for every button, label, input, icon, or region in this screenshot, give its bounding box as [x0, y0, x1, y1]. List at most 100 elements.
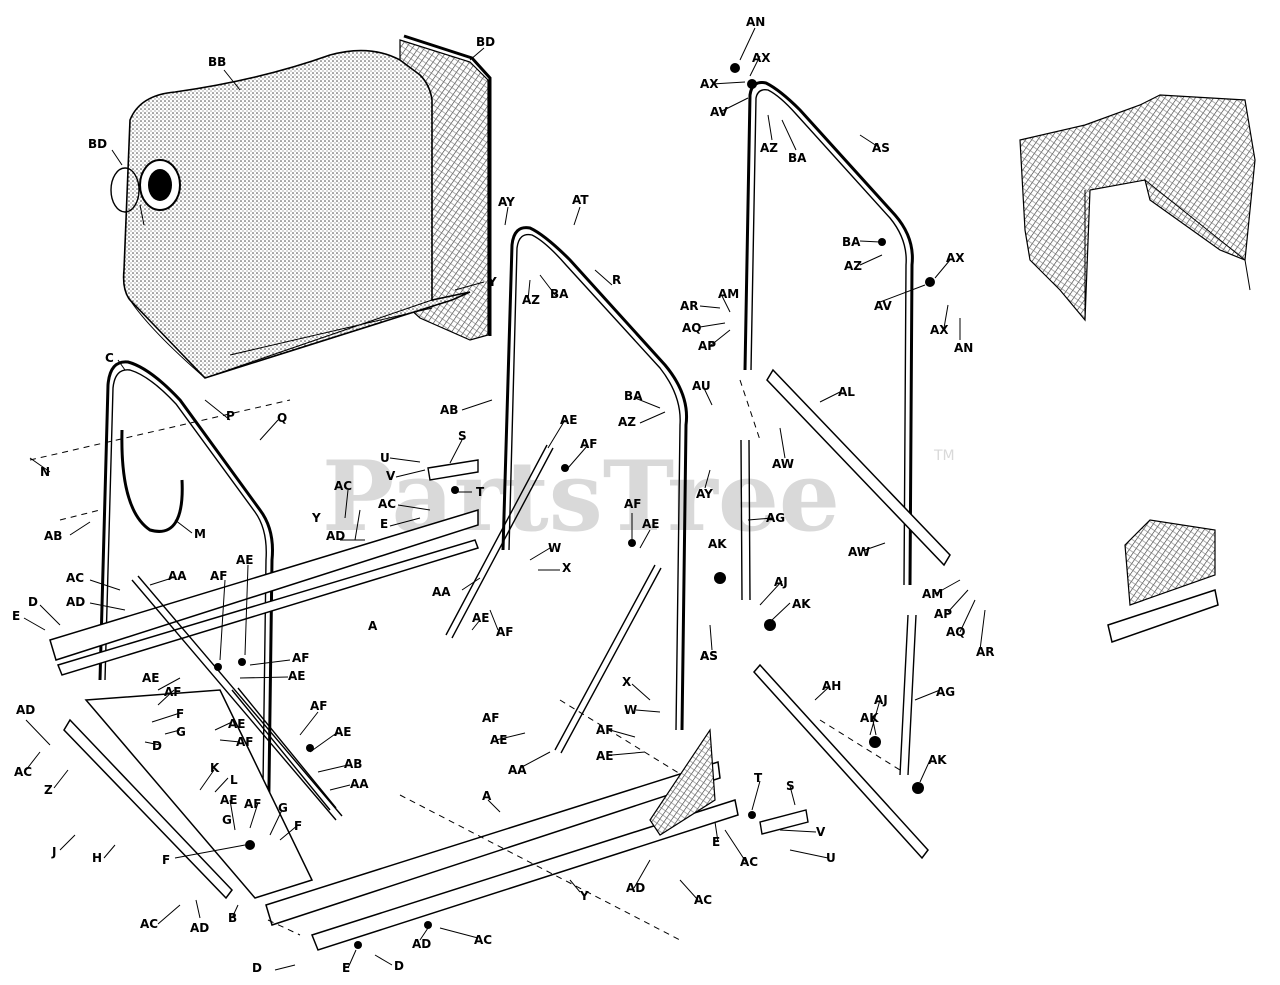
callout-ad-left-1: AD [66, 595, 85, 609]
callout-ay-mid2: AY [696, 487, 713, 501]
callout-f-1: F [176, 707, 184, 721]
callout-ba-right: BA [842, 235, 861, 249]
callout-ar-r: AR [976, 645, 995, 659]
callout-v-mid: V [386, 469, 396, 483]
callouts: BB BD BD Y C P Q N AB M AC AD D E AA AF … [12, 15, 995, 975]
callout-af-l6: AF [244, 797, 261, 811]
callout-g-1: G [176, 725, 186, 739]
frame-c-tube [98, 360, 274, 861]
hw-ba [878, 238, 886, 246]
callout-ae-mid2: AE [472, 611, 489, 625]
frame-c-inner [104, 369, 267, 861]
callout-ac-bot3: AC [740, 855, 758, 869]
callout-w-bot: W [624, 703, 637, 717]
callout-aa-l2: AA [350, 777, 369, 791]
callout-ap-top: AP [698, 339, 716, 353]
braces [131, 439, 917, 835]
callout-aa-left: AA [168, 569, 187, 583]
callout-y-bot: Y [579, 889, 589, 903]
ring-clip [139, 204, 145, 226]
callout-t-mid: T [476, 485, 485, 499]
callout-a-bot: A [482, 789, 492, 803]
callout-aq-r: AQ [946, 625, 966, 639]
callout-ap-r: AP [934, 607, 952, 621]
brace-aa-bot [554, 564, 662, 754]
callout-aj-1: AJ [774, 575, 788, 589]
hw-t-mid [451, 486, 459, 494]
callout-h: H [92, 851, 102, 865]
callout-d-bot: D [252, 961, 262, 975]
callout-ad-bot3: AD [626, 881, 645, 895]
callout-aw-2: AW [848, 545, 870, 559]
callout-ad-mid: AD [326, 529, 345, 543]
callout-au: AU [692, 379, 711, 393]
callout-x-mid: X [562, 561, 572, 575]
hw-an [730, 63, 740, 73]
callout-w-mid: W [548, 541, 561, 555]
inset-top-edges [1084, 179, 1251, 320]
plate-s-bot [759, 809, 809, 835]
callout-ae-mid1: AE [560, 413, 577, 427]
callout-az-top: AZ [760, 141, 778, 155]
callout-v-bot: V [816, 825, 826, 839]
bag-body [122, 49, 471, 379]
rail-z [63, 718, 233, 900]
bag-bottom-edge [129, 299, 206, 379]
bag-seam [204, 299, 433, 379]
bag-chute-ring [110, 167, 140, 213]
hw-ak-4 [912, 782, 924, 794]
callout-d-l2: D [152, 739, 162, 753]
callout-aj-2: AJ [874, 693, 888, 707]
callout-bd-back: BD [476, 35, 495, 49]
grass-bag [110, 34, 492, 379]
rail-a-upper [49, 508, 479, 661]
callout-ae-l3: AE [142, 671, 159, 685]
callout-ar-top: AR [680, 299, 699, 313]
frame-as-inner [750, 88, 907, 586]
callout-at: AT [572, 193, 589, 207]
callout-av-right: AV [874, 299, 892, 313]
callout-z: Z [44, 783, 53, 797]
callout-ab-left: AB [44, 529, 62, 543]
rail-y-lower [311, 799, 739, 951]
callout-e-bot: E [342, 961, 350, 975]
callout-ab-l2: AB [344, 757, 362, 771]
callout-az-right: AZ [844, 259, 862, 273]
hw-av [925, 277, 935, 287]
callout-ac-l2: AC [14, 765, 32, 779]
callout-ba-mid2: BA [624, 389, 643, 403]
callout-ba-top: BA [788, 151, 807, 165]
hw-af [214, 663, 222, 671]
callout-ae-l5: AE [334, 725, 351, 739]
callout-ax-top2: AX [700, 77, 719, 91]
callout-af-left-2: AF [292, 651, 309, 665]
callout-ba-mid: BA [550, 287, 569, 301]
callout-ah: AH [822, 679, 841, 693]
hw-af-mid [561, 464, 569, 472]
inset-bag-top [1019, 94, 1256, 322]
callout-f-3: F [162, 853, 170, 867]
callout-bb-bag: BB [208, 55, 226, 69]
hw-t [748, 811, 756, 819]
callout-ag-1: AG [766, 511, 785, 525]
callout-b-bot: B [228, 911, 237, 925]
brace-aa-mid [445, 444, 554, 639]
brace-aa-left [131, 575, 343, 821]
callout-x-bot: X [622, 675, 632, 689]
callout-ak-2: AK [792, 597, 811, 611]
hw-e-bot [354, 941, 362, 949]
callout-ag-2: AG [936, 685, 955, 699]
callout-ac-mid: AC [334, 479, 352, 493]
callout-e-bot3: E [712, 835, 720, 849]
hw-ae-l5 [306, 744, 314, 752]
rail-al [766, 368, 951, 567]
callout-u-bot: U [826, 851, 836, 865]
bag-chute-hole [148, 169, 172, 201]
callout-al: AL [838, 385, 855, 399]
callout-aa-mid: AA [432, 585, 451, 599]
callout-av-top: AV [710, 105, 728, 119]
callout-g-3: G [222, 813, 232, 827]
watermark-trademark: TM [933, 448, 955, 464]
rail-y-upper [56, 539, 479, 676]
callout-af-bot2: AF [596, 723, 613, 737]
